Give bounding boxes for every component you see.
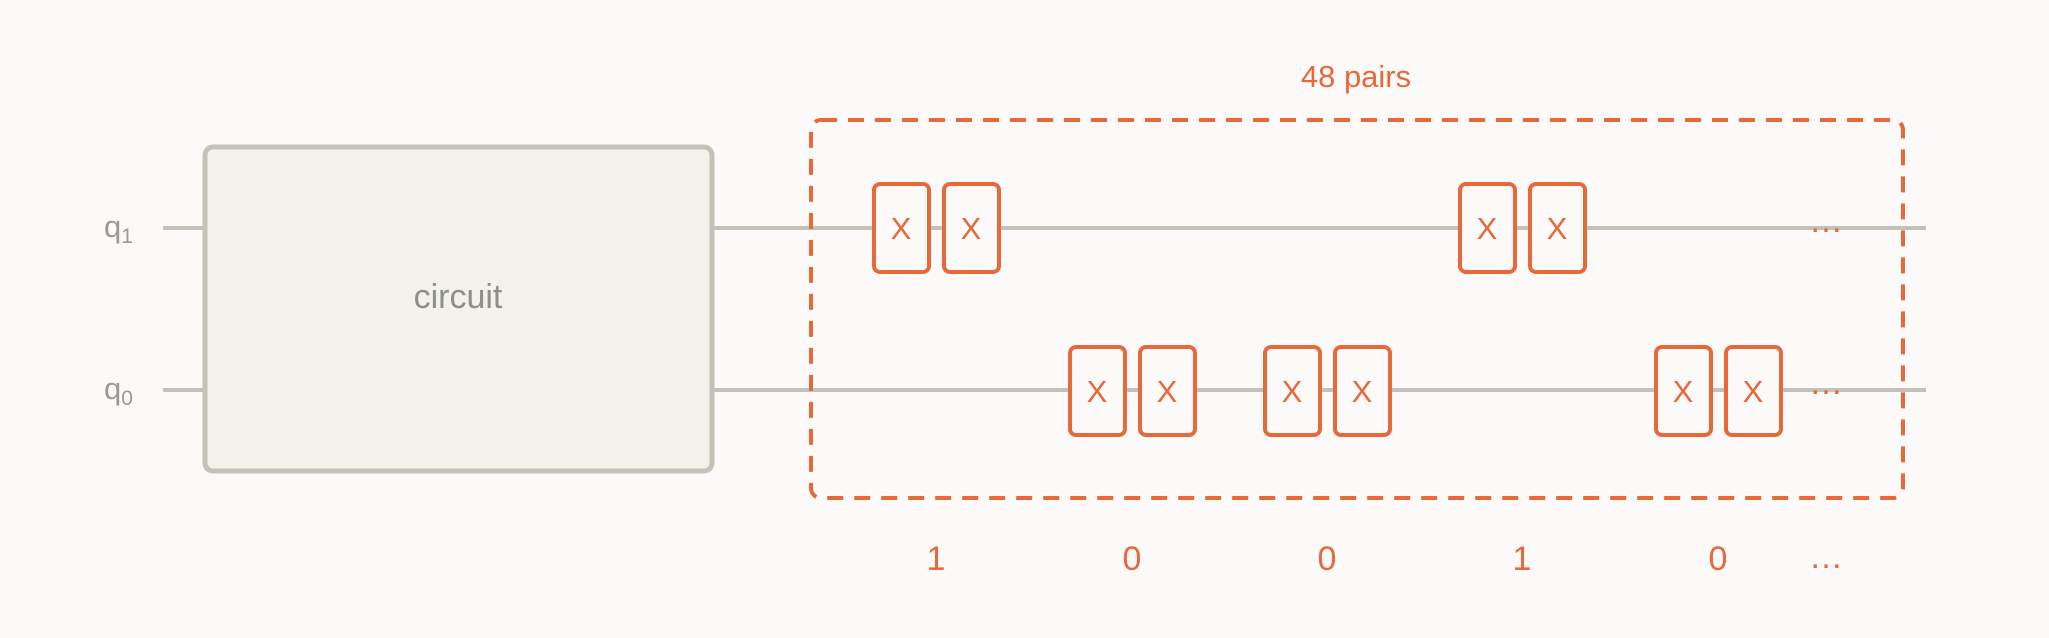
svg-text:X: X (1352, 374, 1373, 409)
gate-x: X (1138, 345, 1197, 437)
svg-text:X: X (1157, 374, 1178, 409)
svg-text:X: X (1477, 211, 1498, 246)
gate-x: X (1724, 345, 1783, 437)
gate-x: X (1528, 182, 1587, 274)
bit-label: 0 (1318, 540, 1337, 578)
qubit-label-q0: q0 (104, 371, 133, 410)
gate-x: X (1263, 345, 1322, 437)
ellipsis-q0: … (1809, 364, 1843, 402)
bit-label: 1 (927, 540, 946, 578)
gate-x: X (1654, 345, 1713, 437)
bit-label: 0 (1709, 540, 1728, 578)
svg-text:X: X (891, 211, 912, 246)
svg-text:X: X (1547, 211, 1568, 246)
svg-text:X: X (1673, 374, 1694, 409)
gate-x: X (1333, 345, 1392, 437)
gate-x: X (942, 182, 1001, 274)
bit-label: 1 (1513, 540, 1532, 578)
gate-x: X (1068, 345, 1127, 437)
circuit-label: circuit (414, 278, 503, 316)
bits-ellipsis: … (1809, 538, 1843, 576)
svg-text:X: X (961, 211, 982, 246)
gate-x: X (872, 182, 931, 274)
pairs-group-box (809, 118, 1905, 500)
gate-x: X (1458, 182, 1517, 274)
ellipsis-q1: … (1809, 202, 1843, 240)
qubit-label-q1: q1 (104, 209, 133, 248)
bit-label: 0 (1123, 540, 1142, 578)
pairs-label: 48 pairs (1301, 59, 1411, 94)
svg-text:X: X (1282, 374, 1303, 409)
svg-text:X: X (1087, 374, 1108, 409)
circuit-block (202, 144, 715, 474)
svg-text:X: X (1743, 374, 1764, 409)
